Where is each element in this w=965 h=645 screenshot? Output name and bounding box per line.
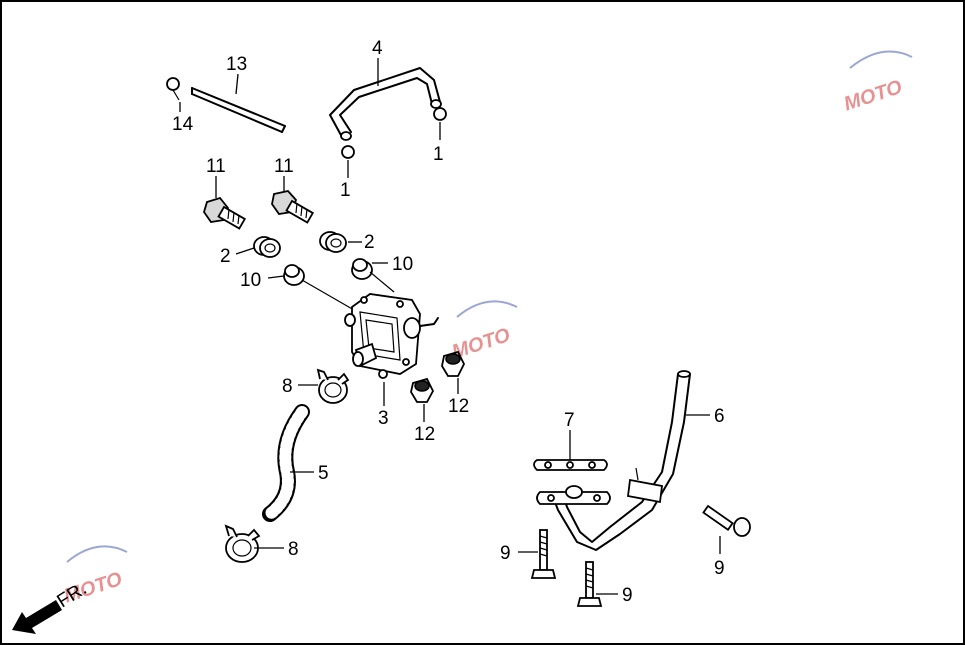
watermark-text: MOTO [841, 76, 905, 115]
callout-11: 11 [206, 156, 226, 177]
part-9-bolt [530, 529, 557, 579]
part-9-bolt [576, 561, 603, 607]
callout-2: 2 [364, 232, 375, 253]
callout-5: 5 [318, 463, 329, 484]
part-1-clip [341, 145, 355, 159]
part-5-hose [262, 404, 310, 522]
callout-1: 1 [340, 180, 351, 201]
callout-10: 10 [240, 270, 261, 291]
callout-9: 9 [500, 543, 511, 564]
part-7-plate [536, 485, 611, 505]
part-7-plate [533, 459, 608, 471]
callout-14: 14 [172, 114, 194, 135]
part-8-clamp [224, 524, 261, 563]
part-4-hose [329, 67, 442, 141]
callout-10: 10 [392, 254, 413, 275]
part-2-spring [319, 231, 347, 253]
leader-lines [179, 58, 721, 595]
part-1-clip [433, 107, 447, 121]
callout-9: 9 [622, 585, 633, 606]
callout-4: 4 [372, 38, 383, 59]
callout-12: 12 [448, 396, 469, 417]
watermark-logo: MOTO [841, 50, 913, 116]
callout-7: 7 [564, 410, 575, 431]
callout-2: 2 [220, 246, 231, 267]
part-11-bolt [271, 190, 315, 224]
callout-3: 3 [378, 408, 389, 429]
part-14-clip [166, 77, 180, 101]
front-direction-indicator: FR. [12, 578, 91, 634]
callout-8: 8 [288, 539, 299, 560]
part-10-grommet [283, 264, 305, 286]
part-6-pipe [551, 370, 691, 551]
callout-6: 6 [714, 406, 725, 427]
part-13-tube [191, 87, 286, 133]
part-8-clamp [316, 368, 350, 404]
part-9-bolt [702, 504, 751, 537]
part-12-cap [410, 377, 435, 403]
callout-8: 8 [282, 376, 293, 397]
callout-11: 11 [274, 156, 294, 177]
part-2-spring [253, 236, 281, 258]
callout-12: 12 [414, 424, 435, 445]
part-11-bolt [203, 196, 247, 230]
part-12-cap [441, 350, 466, 377]
callout-9: 9 [714, 558, 725, 579]
part-10-grommet [351, 258, 373, 280]
callout-13: 13 [226, 54, 247, 75]
part-3-fuel-pump [344, 293, 439, 379]
callout-1: 1 [433, 144, 444, 165]
